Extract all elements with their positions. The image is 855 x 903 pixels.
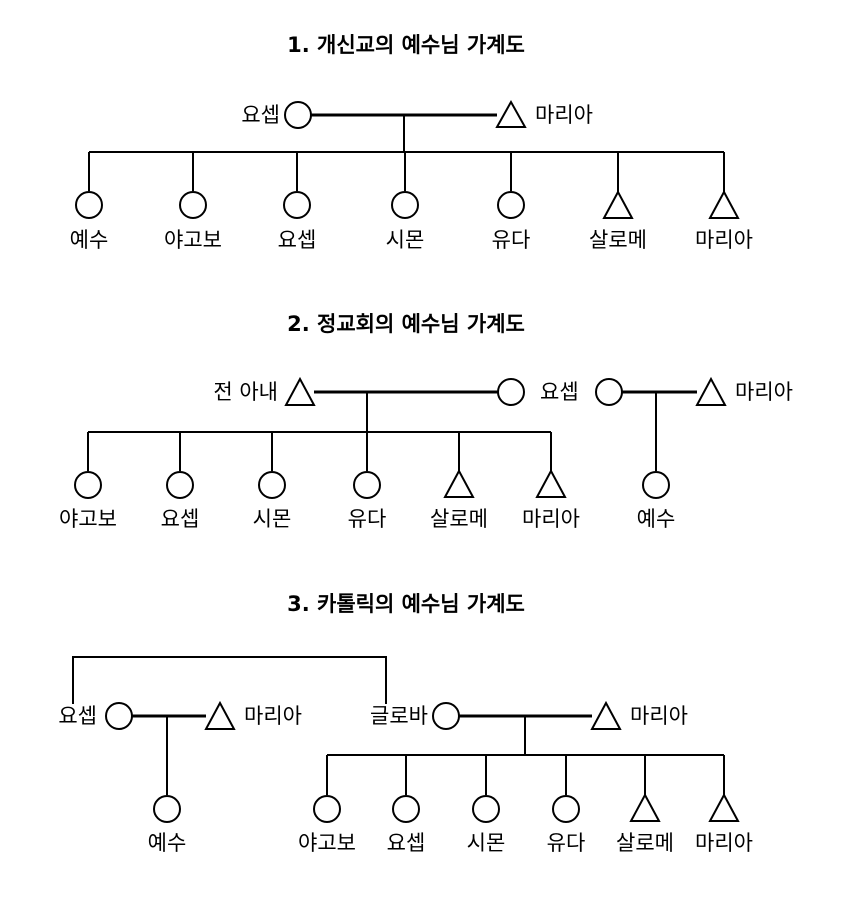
diagram1-child-label: 야고보 <box>164 228 222 252</box>
diagram2-child-second: 예수 <box>637 392 676 531</box>
diagram3-child: 유다 <box>547 755 586 855</box>
diagram1-child: 마리아 <box>695 152 753 252</box>
diagram2-child: 살로메 <box>430 432 488 531</box>
diagram2-child-label: 시몬 <box>253 507 292 531</box>
diagram1-child: 시몬 <box>386 152 425 252</box>
diagram2-child-label: 야고보 <box>59 507 117 531</box>
diagram3-mother2-symbol <box>590 700 622 730</box>
diagram3-child: 요셉 <box>387 755 426 855</box>
diagram3-father1-symbol <box>105 702 133 730</box>
diagram1-child-symbol <box>708 189 740 219</box>
diagram2-child-symbol <box>443 468 475 498</box>
diagram3-father1-label: 요셉 <box>58 704 97 728</box>
diagram1-child: 살로메 <box>589 152 647 252</box>
diagram2-first-wife-label: 전 아내 <box>213 380 278 404</box>
diagram3-mother1-label: 마리아 <box>244 704 302 728</box>
diagram1-child-label: 예수 <box>70 228 109 252</box>
diagram3-child-symbol <box>472 795 500 823</box>
diagram1-child-symbol <box>391 191 419 219</box>
diagram3-child: 마리아 <box>695 755 753 855</box>
diagram3-sibling-bracket <box>72 656 387 704</box>
diagram1-child: 야고보 <box>164 152 222 252</box>
diagram3-child: 시몬 <box>467 755 506 855</box>
diagram2-child-symbol <box>74 471 102 499</box>
diagram3-child-label: 마리아 <box>695 831 753 855</box>
diagram2-mother-symbol <box>695 376 727 406</box>
diagram3-child-symbol <box>313 795 341 823</box>
diagram2-child: 시몬 <box>253 432 292 531</box>
diagram1-child-label: 유다 <box>492 228 531 252</box>
diagram2-child-label: 요셉 <box>161 507 200 531</box>
diagram1-child: 유다 <box>492 152 531 252</box>
diagram3-child-symbol <box>153 795 181 823</box>
diagram1-father-symbol <box>284 101 312 129</box>
diagram1-child-label: 요셉 <box>278 228 317 252</box>
diagram1-child-symbol <box>283 191 311 219</box>
diagram-catholic: 3. 카톨릭의 예수님 가계도 요셉 마리아 예수 글로바 마리아 야고보 <box>58 592 753 855</box>
diagram2-father-symbol <box>497 378 525 406</box>
diagram3-child-symbol <box>708 792 740 822</box>
diagram3-child-label: 야고보 <box>298 831 356 855</box>
diagram3-child: 살로메 <box>616 755 674 855</box>
diagram2-first-wife-symbol <box>284 376 316 406</box>
diagram3-father2-label: 글로바 <box>370 704 428 728</box>
diagram3-father2-symbol <box>432 702 460 730</box>
diagram3-child-label: 유다 <box>547 831 586 855</box>
diagram3-child-label: 시몬 <box>467 831 506 855</box>
diagram2-child-label: 예수 <box>637 507 676 531</box>
diagram1-child-symbol <box>497 191 525 219</box>
diagram-protestant: 1. 개신교의 예수님 가계도 요셉 마리아 예수 야고보 요셉 시 <box>70 33 753 252</box>
diagram3-child: 야고보 <box>298 755 356 855</box>
diagram1-title: 1. 개신교의 예수님 가계도 <box>287 33 525 57</box>
diagram3-child-symbol <box>552 795 580 823</box>
diagram1-child-symbol <box>75 191 103 219</box>
diagram2-child-symbol <box>535 468 567 498</box>
diagram1-mother-symbol <box>495 99 527 128</box>
diagram2-mother-label: 마리아 <box>735 380 793 404</box>
diagram2-child: 마리아 <box>522 432 580 531</box>
diagram3-mother1-symbol <box>204 700 236 730</box>
diagram1-child: 요셉 <box>278 152 317 252</box>
diagram3-child-symbol <box>392 795 420 823</box>
diagram1-child-symbol <box>602 189 634 219</box>
diagram2-child-symbol <box>258 471 286 499</box>
diagram3-child-label: 살로메 <box>616 831 674 855</box>
diagram2-child: 야고보 <box>59 432 117 531</box>
diagram2-child-symbol <box>353 471 381 499</box>
diagram2-father-symbol-second <box>595 378 623 406</box>
diagram2-child-label: 마리아 <box>522 507 580 531</box>
diagram3-title: 3. 카톨릭의 예수님 가계도 <box>287 592 525 616</box>
diagram1-child-label: 시몬 <box>386 228 425 252</box>
diagram3-child-symbol <box>629 792 661 822</box>
diagram3-child-label: 예수 <box>148 831 187 855</box>
diagram-orthodox: 2. 정교회의 예수님 가계도 전 아내 요셉 마리아 야고보 요셉 시몬 <box>59 312 793 531</box>
diagram2-child: 요셉 <box>161 432 200 531</box>
diagram2-title: 2. 정교회의 예수님 가계도 <box>287 312 525 336</box>
diagram2-child-label: 살로메 <box>430 507 488 531</box>
diagram2-child-symbol <box>166 471 194 499</box>
diagram1-child: 예수 <box>70 152 109 252</box>
diagram2-child-label: 유다 <box>348 507 387 531</box>
diagram2-child: 유다 <box>348 432 387 531</box>
diagram1-child-label: 마리아 <box>695 228 753 252</box>
diagram2-father-label: 요셉 <box>540 380 579 404</box>
diagram1-father-label: 요셉 <box>241 103 280 127</box>
diagram2-child-symbol <box>642 471 670 499</box>
diagram3-child-left: 예수 <box>148 716 187 855</box>
diagram3-mother2-label: 마리아 <box>630 704 688 728</box>
diagram1-child-label: 살로메 <box>589 228 647 252</box>
diagram1-child-symbol <box>179 191 207 219</box>
diagram3-child-label: 요셉 <box>387 831 426 855</box>
diagram1-mother-label: 마리아 <box>535 103 593 127</box>
